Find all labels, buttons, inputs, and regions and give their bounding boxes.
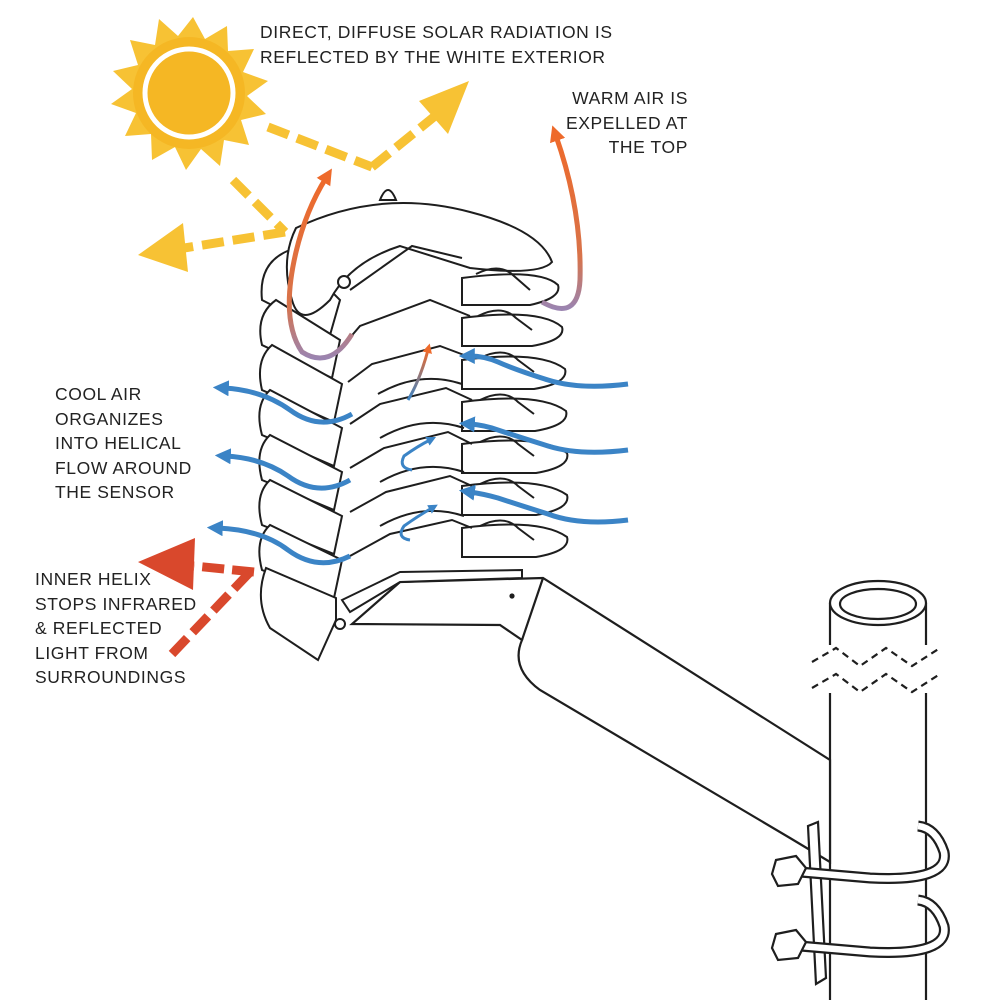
inner-helix-curve [379,465,465,483]
cool-air-label: COOL AIR ORGANIZES INTO HELICAL FLOW ARO… [55,384,192,502]
plate-right-edge [461,523,569,558]
radiation-shield [258,189,569,662]
inner-helix-curve [377,377,463,395]
warm-air-arrow-left [286,168,355,361]
inner-plate [349,244,463,291]
plate-right-edge [461,313,564,347]
reflected-arrowhead-left-icon [138,223,188,272]
arm-fold [520,577,545,641]
reflected-arrowhead-up-icon [419,81,469,134]
inner-plate [349,386,473,425]
solar-radiation-label: DIRECT, DIFFUSE SOLAR RADIATION IS REFLE… [260,22,613,67]
mounting-pole [811,579,947,1000]
inner-plate [347,344,473,383]
bottom-screw [334,618,346,630]
arm-body [349,576,832,864]
plate-right-edge [461,273,560,306]
cool-air-arrows [206,348,629,566]
infrared-ray-incoming [168,566,256,658]
plate-hook [479,477,535,499]
cool-air-inflow-upper [458,348,629,389]
infrared-arrowhead-icon [138,538,195,590]
plate-bottom-skirt [259,566,337,662]
top-screw [337,275,351,289]
sun-ray-incoming-upper [266,122,374,172]
inner-helix-curve [379,509,465,527]
pole-break-line [811,646,941,668]
cool-air-outflow-lower [206,520,352,566]
bottom-plate [340,568,523,614]
inner-plate [349,518,473,557]
helix-flow-loop [400,436,437,472]
sun-ray-reflected-upper [369,108,443,171]
sun-ray-reflected-lower [177,227,286,254]
plate-right-edge [461,481,569,516]
warm-air-arrow-inner [406,343,432,401]
solar-reflection-arrows [177,108,443,254]
warm-air-arrow-right [540,125,583,311]
plate-hook [477,309,533,331]
pole-top-inner [838,587,918,621]
infrared-blocked-arrows [168,561,256,658]
inner-plate [349,430,473,469]
u-bolt-clamp [770,820,950,986]
nut-upper-icon [770,854,808,888]
cool-air-inflow-lower [458,484,629,525]
plate-hook [479,519,535,541]
plate-right-edge [461,397,568,432]
nut-lower-icon [770,928,808,962]
pole-break-line [811,672,941,694]
mounting-arm [349,576,832,864]
plate-right-edge [461,355,567,390]
cool-air-outflow-middle [214,448,352,491]
inner-helix-curve [379,421,465,439]
inner-plate [347,298,471,341]
plate-right-edge [461,439,569,474]
inner-helix-label: INNER HELIX STOPS INFRARED & REFLECTED L… [35,569,197,687]
u-bolt-upper-inner [799,822,948,882]
sun-icon [111,17,268,170]
warm-air-label: WARM AIR IS EXPELLED AT THE TOP [565,88,688,157]
sun-ray-incoming-lower [229,176,289,236]
helix-flow-loop [399,504,438,542]
u-bolt-lower-inner [799,896,948,956]
plate-hook [479,435,535,457]
plate-hook [479,393,535,415]
plate-hook [475,267,531,291]
top-cap-knob [378,189,398,201]
arm-hole [509,593,515,599]
cool-air-outflow-upper [212,380,354,425]
infrared-ray-reflected [193,561,255,577]
sun-ring [142,46,236,140]
helix-flow-arrows [399,436,438,542]
sun-disc [133,37,245,149]
cool-air-inflow-middle [458,416,629,455]
inner-plate [349,474,473,513]
shield-top-cap [285,202,554,316]
